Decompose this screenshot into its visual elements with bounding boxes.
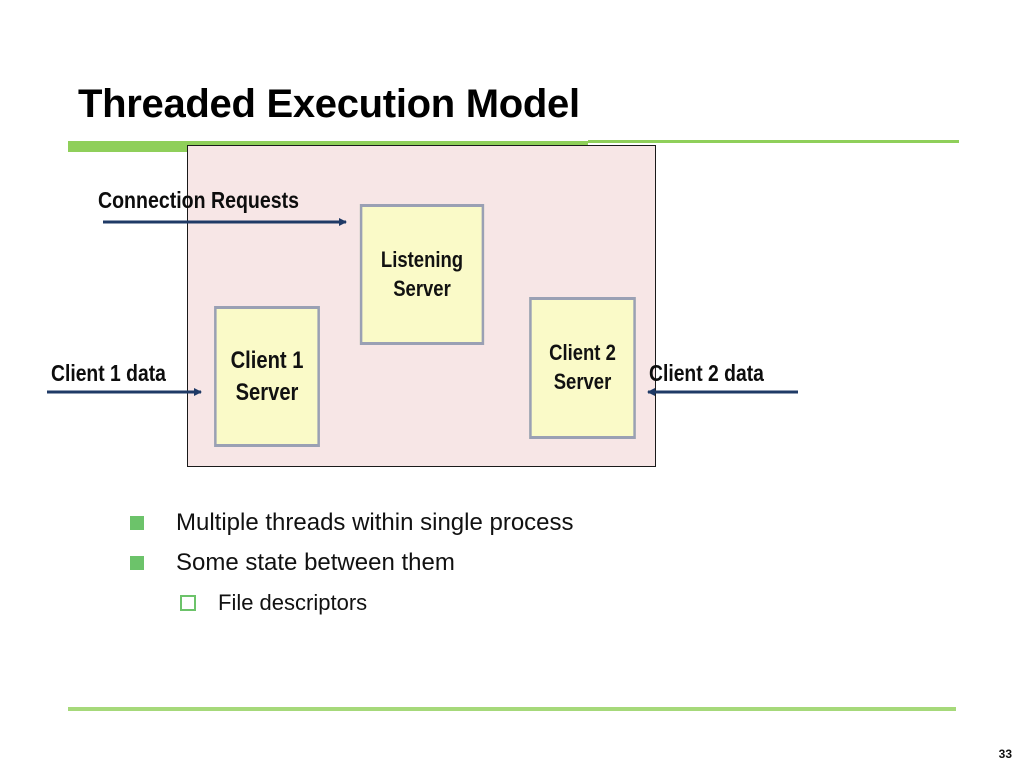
connection-requests-label: Connection Requests: [98, 187, 299, 213]
square-bullet-icon: [130, 516, 144, 530]
page-number: 33: [998, 747, 1012, 761]
title-underline-thin: [588, 140, 959, 143]
client1-server-node: Client 1 Server: [214, 306, 320, 447]
bullet-text: Multiple threads within single process: [176, 509, 574, 536]
listening-server-label: Listening Server: [380, 246, 464, 301]
client2-server-node: Client 2 Server: [529, 297, 636, 439]
listening-server-node: Listening Server: [359, 204, 485, 345]
client2-server-label: Client 2 Server: [549, 340, 616, 394]
bullet-list: Multiple threads within single process S…: [130, 503, 574, 623]
sub-bullet-item: File descriptors: [180, 583, 574, 623]
bullet-text: Some state between them: [176, 549, 455, 576]
bullet-item: Multiple threads within single process: [130, 503, 574, 543]
sub-bullet-text: File descriptors: [218, 590, 368, 615]
client1-data-label: Client 1 data: [51, 360, 166, 386]
hollow-square-bullet-icon: [180, 595, 196, 611]
client2-data-label: Client 2 data: [649, 360, 764, 386]
footer-rule: [68, 707, 956, 711]
slide-title: Threaded Execution Model: [78, 82, 580, 126]
bullet-item: Some state between them: [130, 543, 574, 583]
client1-server-label: Client 1 Server: [230, 347, 304, 406]
square-bullet-icon: [130, 556, 144, 570]
